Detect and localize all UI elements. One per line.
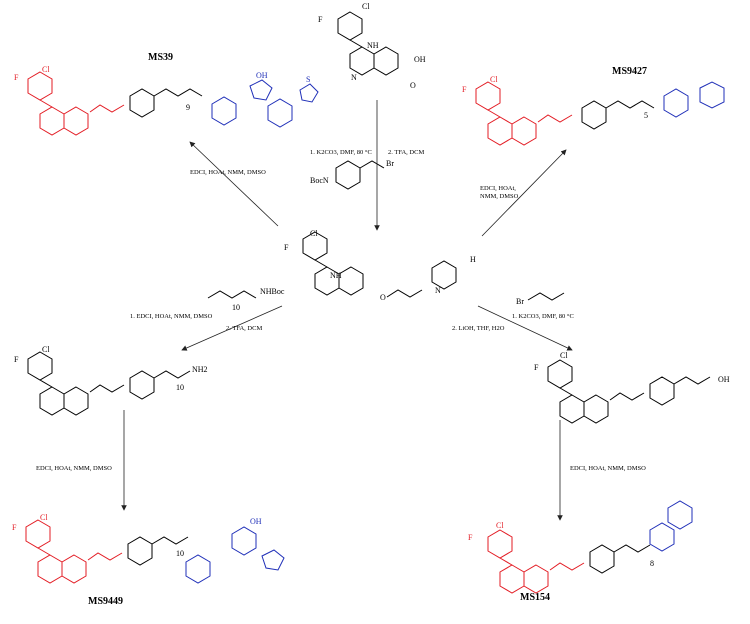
reagent-ms9427-l2: NMM, DMSO [480,193,519,200]
cl-label: Cl [40,513,48,522]
f-label: F [318,15,323,24]
compound-label-ms154: MS154 [520,592,550,603]
cl-label: Cl [310,229,318,238]
chain-length-label: 8 [650,559,654,568]
arrow-central-to-right [477,305,573,351]
compound-label-ms9449: MS9449 [88,596,123,607]
reagent-ms39: EDCI, HOAt, NMM, DMSO [190,169,266,176]
bocn-label: BocN [310,176,329,185]
cl-label: Cl [490,75,498,84]
o-label: O [410,81,416,90]
nh-label: NH [367,41,379,50]
cl-label: Cl [560,351,568,360]
oh-label: OH [414,55,426,64]
reagent-nhboc-acid: NHBoc 10 [207,287,285,312]
oh-label: OH [718,375,730,384]
f-label: F [534,363,539,372]
compound-label-ms39: MS39 [148,52,173,63]
reagent-bromide: BocN Br [310,159,394,190]
reagent-left-step1: 1. EDCI, HOAt, NMM, DMSO [130,313,213,320]
cl-label: Cl [42,345,50,354]
cl-label: Cl [496,521,504,530]
arrow-central-to-ms9427 [481,149,567,237]
cl-label: Cl [362,2,370,11]
left-intermediate: F Cl NH2 10 [14,345,208,416]
n-label: N [435,286,441,295]
product-ms9427: MS9427 F Cl 5 [462,66,725,146]
o-label: O [380,293,386,302]
oh-label: OH [256,71,268,80]
br-label: Br [386,159,394,168]
f-label: F [14,355,19,364]
arrow-central-to-left [181,305,283,351]
reagent-top-step1: 1. K2CO3, DMF, 80 °C [310,149,372,156]
central-intermediate: Cl F NH O N H [284,229,476,302]
chain-length-label: 9 [186,103,190,112]
right-intermediate: F Cl OH [534,351,730,424]
nh-label: NH [330,271,342,280]
nhboc-label: NHBoc [260,287,285,296]
reagent-right-step1: 1. K2CO3, DMF, 80 °C [512,313,574,320]
reagent-right-step2: 2. LiOH, THF, H2O [452,325,505,332]
chain-length-label: 10 [232,303,240,312]
f-label: F [14,73,19,82]
reagent-ms9449: EDCI, HOAt, NMM, DMSO [36,465,112,472]
cl-label: Cl [42,65,50,74]
nh2-label: NH2 [192,365,208,374]
reagent-bromoester: Br [516,292,565,306]
product-ms9449: MS9449 F Cl 10 OH [12,513,285,607]
reagent-ms9427-l1: EDCI, HOAt, [480,185,516,192]
compound-label-ms9427: MS9427 [612,66,647,77]
n-label: N [351,73,357,82]
product-ms154: MS154 F Cl 8 [468,500,693,603]
oh-label: OH [250,517,262,526]
reagent-ms154: EDCI, HOAt, NMM, DMSO [570,465,646,472]
chain-length-label: 10 [176,383,184,392]
product-ms39: MS39 F Cl 9 OH S [14,52,319,136]
f-label: F [12,523,17,532]
chain-length-label: 10 [176,549,184,558]
h-label: H [470,255,476,264]
start-material: Cl F NH OH N O [318,2,426,90]
f-label: F [468,533,473,542]
s-label: S [306,75,310,84]
reagent-top-step2: 2. TFA, DCM [388,149,424,156]
reagent-left-step2: 2. TFA, DCM [226,325,262,332]
arrow-central-to-ms39 [189,141,279,227]
f-label: F [284,243,289,252]
f-label: F [462,85,467,94]
br-label: Br [516,297,524,306]
chain-length-label: 5 [644,111,648,120]
